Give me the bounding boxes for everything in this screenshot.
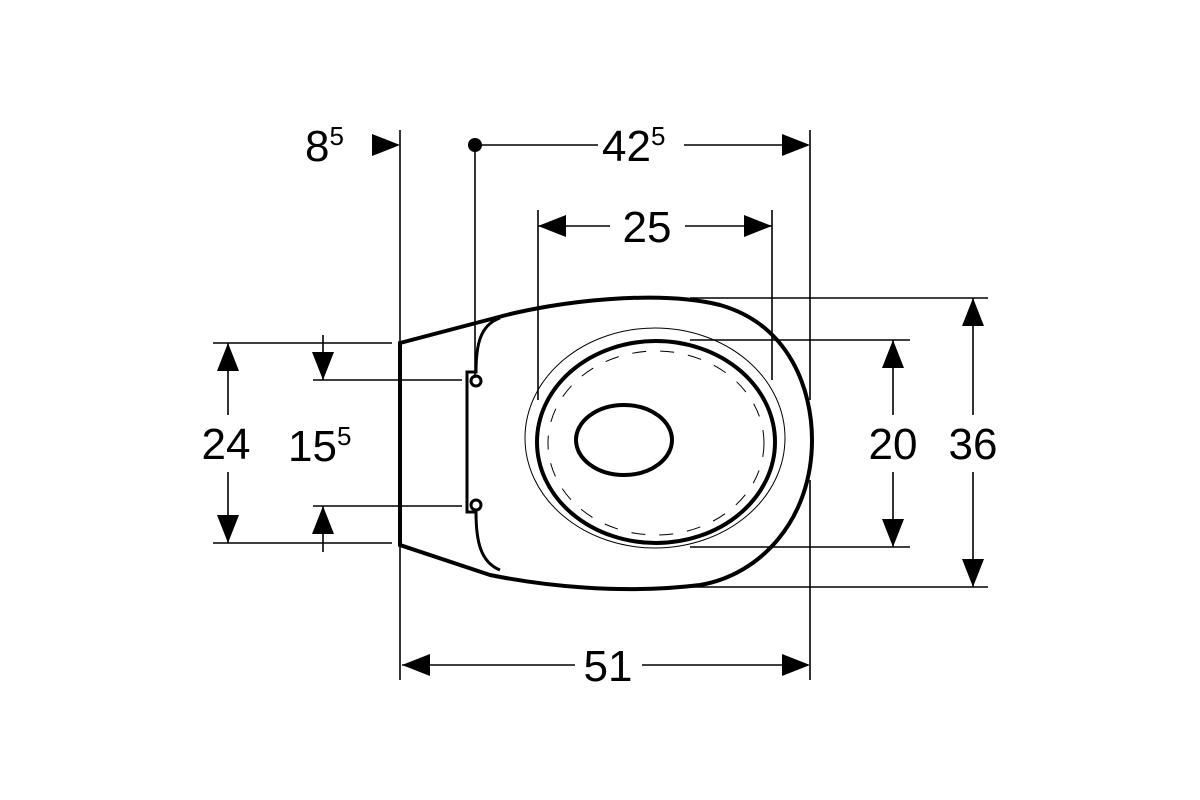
rim-outer bbox=[524, 327, 786, 549]
seat-hinge-edge bbox=[465, 316, 501, 572]
svg-text:36: 36 bbox=[949, 420, 998, 469]
svg-text:425: 425 bbox=[602, 121, 665, 171]
wc-body bbox=[398, 295, 815, 592]
svg-text:24: 24 bbox=[202, 420, 251, 469]
dim-fixing-width: 24 bbox=[202, 343, 251, 543]
wc-outline bbox=[398, 295, 815, 592]
outlet-opening bbox=[574, 403, 674, 477]
dim-hinge-spacing: 155 bbox=[288, 335, 351, 552]
dim-overall-length: 51 bbox=[402, 642, 810, 691]
svg-text:155: 155 bbox=[288, 421, 351, 471]
svg-text:25: 25 bbox=[623, 203, 672, 252]
svg-text:51: 51 bbox=[584, 642, 633, 691]
dim-overall-width: 36 bbox=[949, 298, 998, 587]
dim-hinge-to-front: 425 bbox=[468, 121, 810, 171]
hinge-bolt-icon bbox=[469, 374, 483, 388]
svg-text:85: 85 bbox=[305, 121, 344, 171]
dim-opening-width: 25 bbox=[538, 203, 772, 252]
extension-lines bbox=[213, 130, 988, 680]
dim-opening-depth: 20 bbox=[869, 340, 918, 547]
rim-inner bbox=[535, 339, 777, 545]
flush-rim bbox=[547, 350, 765, 536]
svg-text:20: 20 bbox=[869, 420, 918, 469]
dim-hinge-offset: 85 bbox=[305, 121, 400, 171]
hinge-bolt-icon bbox=[469, 498, 483, 512]
